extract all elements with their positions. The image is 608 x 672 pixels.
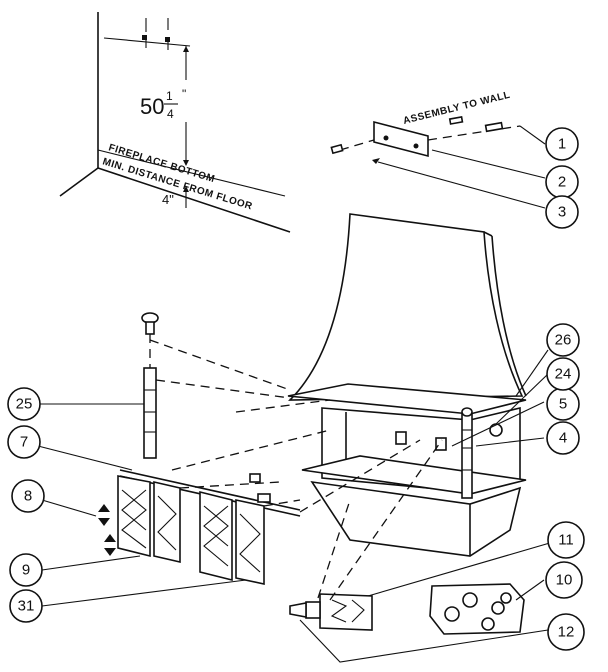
dimension-fraction-den: 4 — [167, 107, 174, 121]
svg-text:3: 3 — [558, 204, 566, 221]
callout-31: 31 — [9, 589, 43, 623]
spindle-and-finial — [141, 312, 291, 459]
callout-12: 12 — [547, 613, 585, 651]
log-set — [429, 583, 525, 635]
svg-text:12: 12 — [558, 624, 575, 641]
corner-post — [461, 407, 473, 499]
svg-text:25: 25 — [16, 396, 33, 413]
callout-7: 7 — [7, 425, 41, 459]
svg-text:7: 7 — [20, 434, 28, 451]
leader-lines — [37, 349, 561, 663]
callout-24: 24 — [546, 357, 580, 391]
svg-text:10: 10 — [556, 572, 573, 589]
svg-text:11: 11 — [558, 532, 574, 549]
fire-screen — [117, 399, 421, 585]
callout-10: 10 — [545, 561, 583, 599]
wall-corner-dimension — [59, 12, 291, 233]
callout-26: 26 — [546, 323, 580, 357]
dimension-unit: " — [182, 87, 186, 101]
callout-8: 8 — [11, 479, 45, 513]
svg-text:31: 31 — [18, 598, 35, 615]
svg-text:8: 8 — [24, 488, 32, 505]
callout-1: 1 — [545, 127, 579, 161]
fireplace-hood — [288, 213, 527, 401]
svg-text:5: 5 — [559, 396, 567, 413]
svg-text:2: 2 — [558, 174, 566, 191]
svg-text:1: 1 — [558, 136, 566, 153]
dimension-height: 50 — [140, 94, 164, 119]
callout-9: 9 — [9, 553, 43, 587]
svg-text:24: 24 — [555, 366, 572, 383]
callout-11: 11 — [547, 521, 585, 559]
callout-5: 5 — [546, 387, 580, 421]
gas-plug — [289, 439, 443, 631]
wall-bracket — [330, 116, 546, 209]
callout-4: 4 — [546, 421, 580, 455]
svg-text:26: 26 — [555, 332, 572, 349]
svg-text:9: 9 — [22, 562, 30, 579]
svg-text:4: 4 — [559, 430, 567, 447]
callout-25: 25 — [7, 387, 41, 421]
callout-3: 3 — [545, 195, 579, 229]
callout-2: 2 — [545, 165, 579, 199]
dimension-min: 4" — [162, 192, 174, 207]
direction-arrows — [98, 504, 116, 556]
dimension-fraction-num: 1 — [166, 89, 173, 103]
fireplace-box — [287, 383, 527, 557]
